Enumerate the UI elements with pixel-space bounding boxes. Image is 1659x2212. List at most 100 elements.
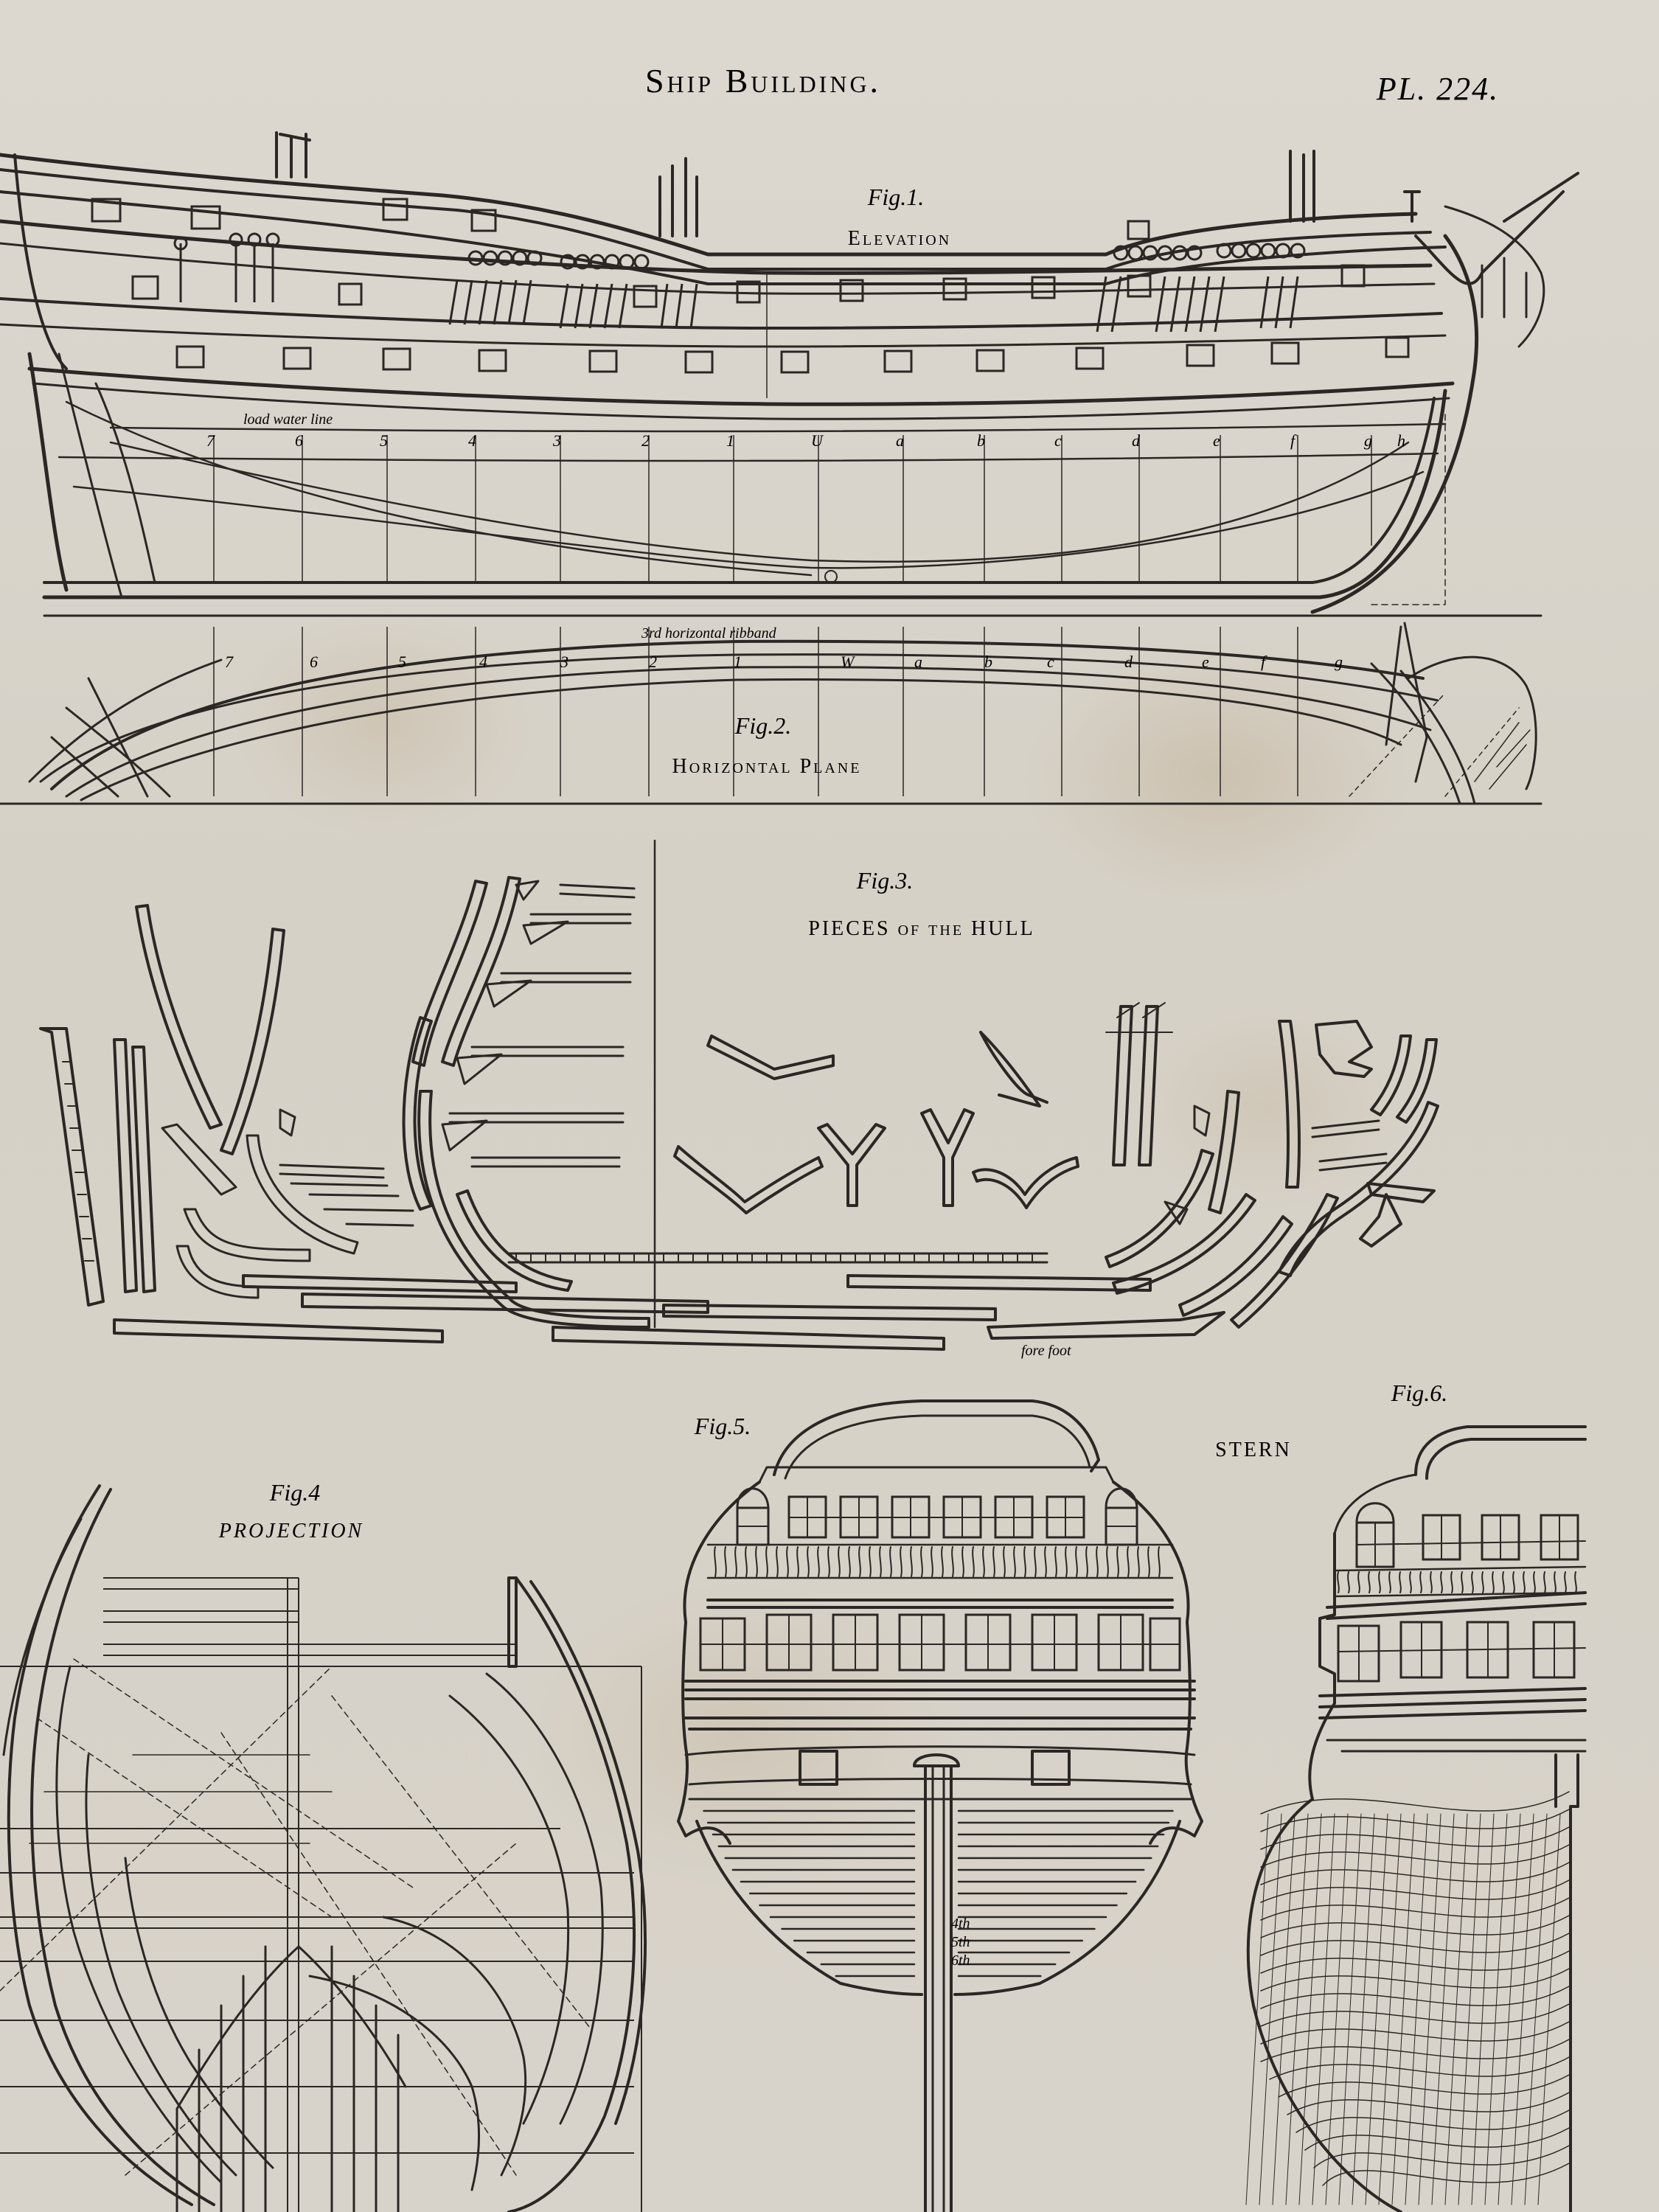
fig1-caption: Elevation: [848, 227, 951, 250]
head-rail: [1444, 205, 1545, 348]
baluster: [961, 1546, 964, 1577]
baluster: [827, 1546, 830, 1577]
deadwood-verticals: [175, 1945, 400, 2212]
section-left-4: [55, 1665, 223, 2184]
hatch-line: [1260, 2039, 1570, 2062]
plane-station-lines: [213, 627, 1298, 796]
hatch-line: [1260, 1862, 1570, 1885]
hatch-line: [1260, 1897, 1570, 1921]
bow-knee-z: [1359, 1182, 1436, 1248]
elevation-station-label: a: [896, 431, 904, 450]
keel-piece-5: [846, 1274, 1152, 1292]
hatch-line: [1537, 1813, 1561, 2205]
elevation-station-label: e: [1213, 431, 1220, 450]
stem-piece-h: [1278, 1020, 1301, 1189]
floor-u-2: [817, 1123, 886, 1207]
baluster: [807, 1546, 810, 1577]
hatch-line: [1444, 1813, 1468, 2205]
plane-station-label: 7: [225, 653, 234, 671]
small-bow-knees: [1164, 1105, 1211, 1225]
baluster: [1137, 1546, 1140, 1577]
hatch-line: [1418, 1813, 1441, 2205]
baluster: [838, 1546, 841, 1577]
bow-post: [1403, 190, 1421, 223]
hatch-line: [1484, 1813, 1508, 2205]
fig6-stern-quarter: Fig.6.: [1245, 1380, 1587, 2212]
elevation-station-label: 4: [468, 431, 476, 450]
baluster: [796, 1546, 799, 1577]
knee-f-pieces: [441, 880, 569, 1152]
section-right-2: [529, 1580, 647, 2125]
baluster: [900, 1546, 902, 1577]
plan-stern-diagonals: [50, 677, 171, 798]
plane-station-label: g: [1335, 653, 1343, 671]
baluster: [776, 1546, 779, 1577]
keel-inner: [43, 397, 1436, 584]
gallery-rail-1: [706, 1599, 1174, 1609]
baluster: [1574, 1571, 1577, 1593]
baluster: [1054, 1546, 1057, 1577]
fig6-hull-outline: [1246, 1798, 1402, 2212]
keel-piece-4: [242, 1274, 518, 1293]
baluster: [1502, 1571, 1505, 1593]
hatch-line: [1405, 1813, 1428, 2205]
elevation-station-label: 6: [295, 431, 303, 450]
baluster: [1543, 1571, 1546, 1593]
ribband-note: 3rd horizontal ribband: [641, 625, 777, 641]
hatch-line: [1431, 1813, 1455, 2205]
stern-frame: [58, 352, 123, 599]
keel-piece-1: [113, 1318, 444, 1343]
stem-outer: [1310, 234, 1479, 614]
baluster: [1523, 1571, 1526, 1593]
section-left-5: [85, 1753, 237, 2177]
plan-bow-head: [1407, 655, 1537, 790]
elevation-station-lines: [213, 273, 1372, 582]
fig2-caption: Horizontal Plane: [672, 755, 862, 778]
plan-bow-construction: [1349, 692, 1520, 797]
floor-u-1: [673, 1145, 824, 1214]
hawse-pieces-y: [1370, 1034, 1438, 1124]
baluster: [724, 1546, 727, 1577]
plane-station-label: W: [841, 653, 855, 671]
fig6-window-mullions: [1338, 1514, 1586, 1682]
hatch-line: [1269, 2056, 1570, 2080]
section-right-5: [382, 1916, 527, 2177]
fig6-sternpost: [1554, 1753, 1579, 2212]
forefoot-note: fore foot: [1021, 1343, 1071, 1359]
baluster: [714, 1546, 717, 1577]
beakhead: [1414, 172, 1579, 285]
baluster: [755, 1546, 758, 1577]
hatch-line: [1272, 1813, 1295, 2205]
stern-port-right: [1031, 1750, 1071, 1786]
baluster: [1158, 1546, 1161, 1577]
upper-stern-windows: [736, 1487, 1138, 1546]
plan-curve-3: [65, 666, 1432, 798]
section-left-2: [30, 1488, 215, 2206]
baluster: [1419, 1571, 1422, 1593]
stern-side-left: [677, 1481, 761, 1845]
keel-piece-6: [662, 1304, 997, 1321]
baluster: [1127, 1546, 1130, 1577]
plane-station-label: 5: [398, 653, 406, 671]
frame-v-floor: [417, 1090, 650, 1329]
inner-post-pieces: [113, 1038, 156, 1293]
fig6-rail-2: [1318, 1687, 1587, 1719]
keelson: [507, 1252, 1048, 1264]
plate-number: PL. 224.: [1376, 71, 1499, 107]
transom-knee: [161, 1123, 237, 1196]
upper-rail-2: [0, 168, 1432, 271]
hatch-line: [1498, 1813, 1521, 2205]
hatch-line: [1458, 1813, 1481, 2205]
hatch-line: [1260, 1915, 1570, 1938]
piece-d-6: [470, 1156, 621, 1168]
bow-frame-c: [1105, 1149, 1214, 1268]
baluster: [1357, 1571, 1360, 1593]
hatch-line: [1260, 2003, 1570, 2027]
elevation-station-label: 3: [552, 431, 561, 450]
hatch-line: [1312, 1813, 1335, 2205]
gunport-row-upper: [91, 198, 1366, 308]
waterline-note: load water line: [243, 411, 333, 428]
deadeye-groups: [173, 232, 1306, 333]
